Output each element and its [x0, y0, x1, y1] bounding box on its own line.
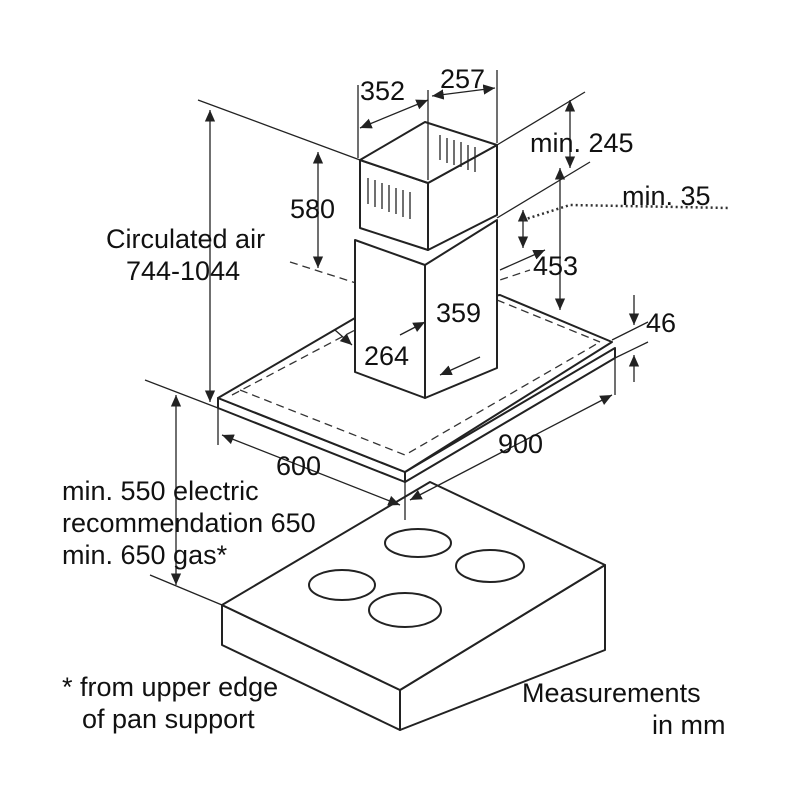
vent-grille-right [439, 135, 476, 172]
dim-chimney-width: 352 [360, 76, 405, 106]
dim-upper-chimney: 580 [290, 194, 335, 224]
dim-inner-depth: 264 [364, 341, 409, 371]
dim-min-top: min. 245 [530, 128, 634, 158]
footnote-line2: of pan support [82, 704, 255, 734]
dim-inner-width: 359 [436, 298, 481, 328]
footnote-line1: * from upper edge [62, 672, 278, 702]
dim-hood-height: 46 [646, 308, 676, 338]
burner [308, 569, 376, 601]
burner [368, 592, 442, 628]
dim-min-gap: min. 35 [622, 181, 711, 211]
burner [384, 528, 452, 558]
circulated-air-title: Circulated air [106, 224, 265, 254]
dim-chimney-depth: 257 [440, 64, 485, 94]
units-line2: in mm [652, 710, 726, 740]
clearance-gas: min. 650 gas* [62, 540, 228, 570]
dim-hood-depth: 600 [276, 451, 321, 481]
cooktop [221, 481, 606, 731]
clearance-recommendation: recommendation 650 [62, 508, 316, 538]
units-line1: Measurements [522, 678, 701, 708]
clearance-electric: min. 550 electric [62, 476, 259, 506]
dim-lower-chimney: 453 [533, 251, 578, 281]
vent-grille-left [367, 178, 411, 219]
dim-hood-width: 900 [498, 429, 543, 459]
circulated-air-range: 744-1044 [126, 256, 240, 286]
burner [455, 549, 525, 583]
dimension-lines [144, 70, 731, 606]
